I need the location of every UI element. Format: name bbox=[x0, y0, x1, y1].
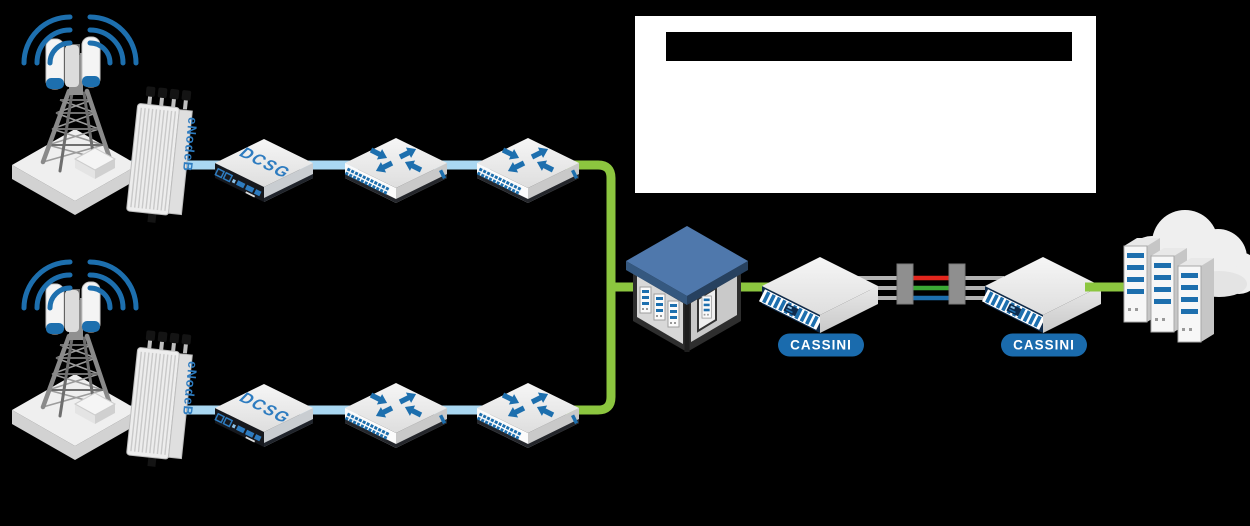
cassini-badge-right-label: CASSINI bbox=[1013, 338, 1075, 353]
shelter-roof-edge-left bbox=[626, 261, 687, 305]
server-rack-3 bbox=[1177, 257, 1215, 343]
fiber-patch-block-right bbox=[948, 263, 966, 305]
shelter-roof-top bbox=[626, 226, 748, 296]
cloud-data-center bbox=[1123, 210, 1250, 343]
cell-site-shelter bbox=[626, 226, 748, 352]
shelter-cabinet bbox=[639, 286, 652, 314]
cassini-badge-left: CASSINI bbox=[778, 333, 864, 357]
cassini-badge-right: CASSINI bbox=[1001, 333, 1087, 357]
title-bar bbox=[666, 32, 1072, 61]
shelter-roof-edge-right bbox=[687, 261, 748, 305]
shelter-cabinet bbox=[653, 293, 666, 321]
cassini-badge-left-label: CASSINI bbox=[790, 338, 852, 353]
shelter-cabinet bbox=[701, 295, 712, 319]
shelter-cabinet bbox=[667, 300, 680, 328]
fiber-patch-block-left bbox=[896, 263, 914, 305]
